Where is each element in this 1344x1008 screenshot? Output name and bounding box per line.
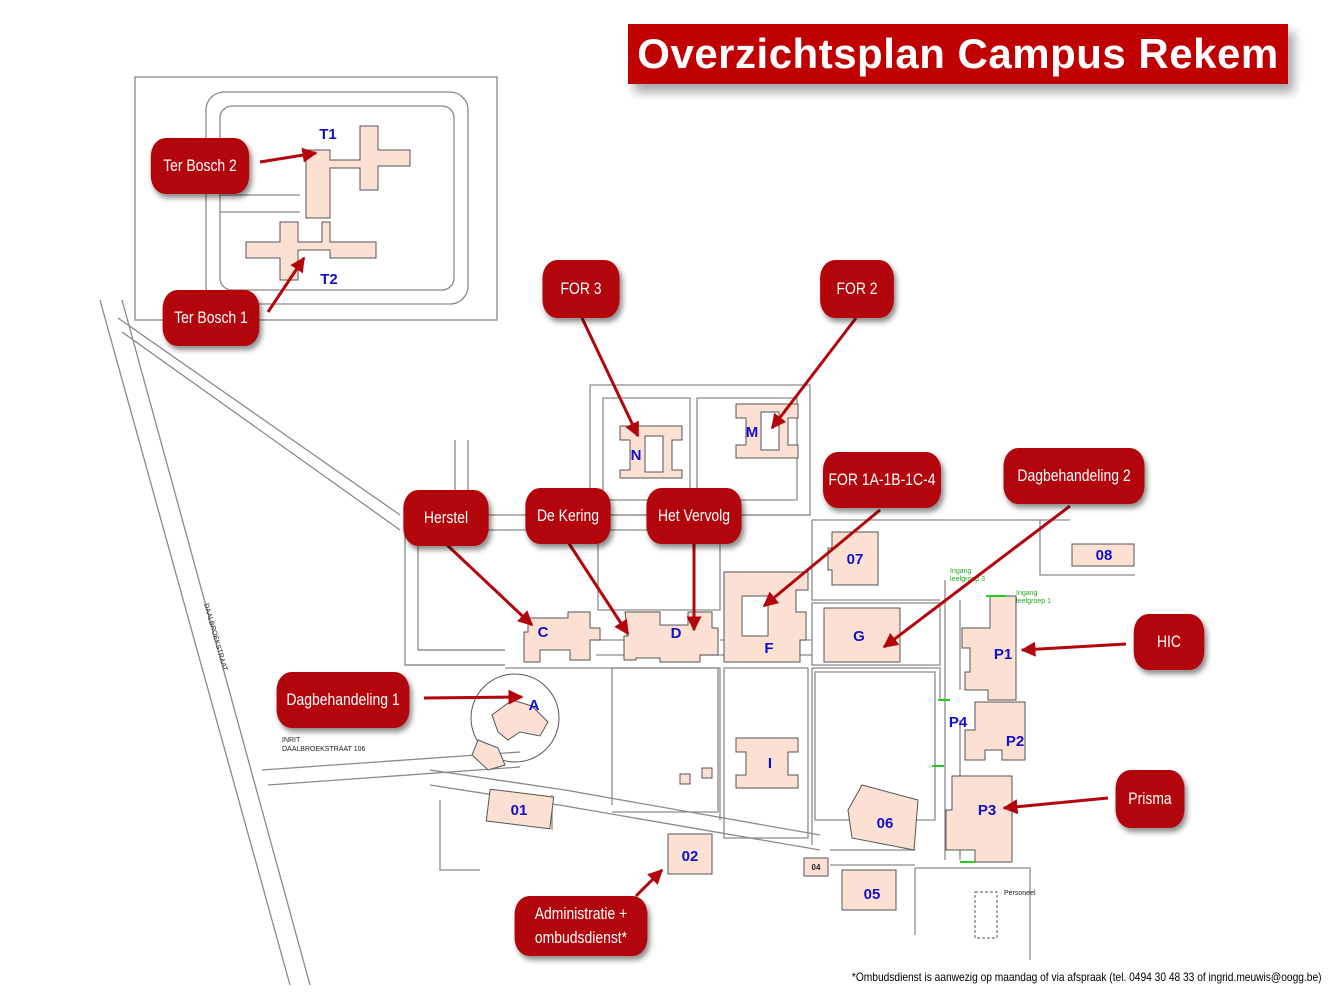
roads: [99, 76, 1135, 986]
callout-label: Dagbehandeling 1: [286, 690, 400, 709]
callout-dagbehandeling-2[interactable]: Dagbehandeling 2: [1003, 448, 1145, 504]
footnote: *Ombudsdienst is aanwezig op maandag of …: [852, 970, 1322, 984]
building-a-ring: [470, 673, 560, 763]
label-m: M: [746, 424, 759, 441]
label-p3: P3: [978, 802, 996, 819]
callout-hic[interactable]: HIC: [1133, 614, 1205, 670]
callout-prisma[interactable]: Prisma: [1115, 770, 1185, 828]
label-p4: P4: [949, 714, 968, 731]
label-g: G: [853, 628, 865, 645]
callout-dagbehandeling-1[interactable]: Dagbehandeling 1: [276, 672, 410, 728]
callout-het-vervolg[interactable]: Het Vervolg: [646, 488, 742, 544]
street-entrance-1: INRIT: [282, 737, 301, 744]
building-08[interactable]: [1071, 543, 1135, 567]
label-01: 01: [511, 802, 528, 819]
callout-label: FOR 3: [560, 279, 602, 298]
label-c: C: [538, 624, 549, 641]
callout-arrows: [259, 147, 1127, 898]
building-t1[interactable]: [305, 125, 411, 219]
callout-label: De Kering: [536, 506, 599, 525]
callout-label: FOR 1A-1B-1C-4: [828, 470, 936, 489]
callout-label: Ter Bosch 2: [163, 156, 237, 175]
street-name: DAALBROEKSTRAAT: [202, 603, 228, 673]
building-01[interactable]: [485, 788, 555, 830]
building-p3[interactable]: [945, 775, 1013, 863]
callout-label: Prisma: [1128, 789, 1172, 808]
label-p2: P2: [1006, 733, 1024, 750]
label-n: N: [631, 447, 642, 464]
label-a: A: [529, 697, 540, 714]
callout-administratie[interactable]: Administratie + ombudsdienst*: [514, 896, 648, 956]
label-04: 04: [812, 863, 821, 872]
label-d: D: [671, 625, 682, 642]
building-04[interactable]: [803, 857, 829, 877]
building-02[interactable]: [667, 833, 713, 875]
building-05[interactable]: [841, 869, 897, 911]
entrance-markers: [932, 595, 1006, 863]
map-title: Overzichtsplan Campus Rekem: [628, 24, 1288, 84]
label-08: 08: [1096, 547, 1113, 564]
callout-label-line1: Administratie +: [534, 904, 628, 923]
callout-herstel[interactable]: Herstel: [403, 490, 489, 546]
callout-for-2[interactable]: FOR 2: [820, 260, 894, 318]
building-p1[interactable]: [961, 595, 1017, 701]
building-c[interactable]: [523, 611, 601, 663]
entrance-2-line1: Ingang: [1016, 590, 1038, 597]
building-06[interactable]: [847, 784, 919, 851]
label-i: I: [768, 755, 772, 772]
callout-label: Ter Bosch 1: [174, 308, 248, 327]
entrance-1-line1: Ingang: [950, 568, 972, 575]
callout-label: Het Vervolg: [657, 506, 731, 525]
label-06: 06: [877, 815, 894, 832]
entrance-1-line2: leefgroep 3: [950, 576, 985, 583]
label-02: 02: [682, 848, 699, 865]
label-05: 05: [864, 886, 881, 903]
callout-de-kering[interactable]: De Kering: [525, 488, 611, 544]
label-f: F: [764, 640, 773, 657]
map-title-text: Overzichtsplan Campus Rekem: [637, 30, 1279, 77]
callout-for-1a-1b-1c-4[interactable]: FOR 1A-1B-1C-4: [822, 452, 942, 508]
callout-label: HIC: [1156, 632, 1182, 651]
building-p2-p4[interactable]: [964, 701, 1026, 761]
callout-label-line2: ombudsdienst*: [534, 928, 628, 947]
callout-for-3[interactable]: FOR 3: [542, 260, 620, 318]
callout-label: Dagbehandeling 2: [1017, 466, 1131, 485]
personnel-label: Personeel: [1004, 890, 1036, 897]
label-p1: P1: [994, 646, 1012, 663]
building-a[interactable]: [491, 699, 549, 741]
callout-ter-bosch-2[interactable]: Ter Bosch 2: [150, 138, 250, 194]
building-t2[interactable]: [245, 221, 377, 281]
building-labels: T1 T2 N M C D F G 07 08 A I P1 P2 P3 P4 …: [319, 126, 1112, 903]
entrance-2-line2: leefgroep 1: [1016, 598, 1051, 605]
street-entrance-2: DAALBROEKSTRAAT 106: [282, 746, 365, 753]
building-07[interactable]: [827, 531, 879, 586]
callout-ter-bosch-1[interactable]: Ter Bosch 1: [162, 290, 260, 346]
callout-label: Herstel: [423, 508, 469, 527]
label-t1: T1: [319, 126, 337, 143]
building-i[interactable]: [735, 737, 799, 789]
label-t2: T2: [320, 271, 338, 288]
callout-label: FOR 2: [836, 279, 878, 298]
label-07: 07: [847, 551, 864, 568]
